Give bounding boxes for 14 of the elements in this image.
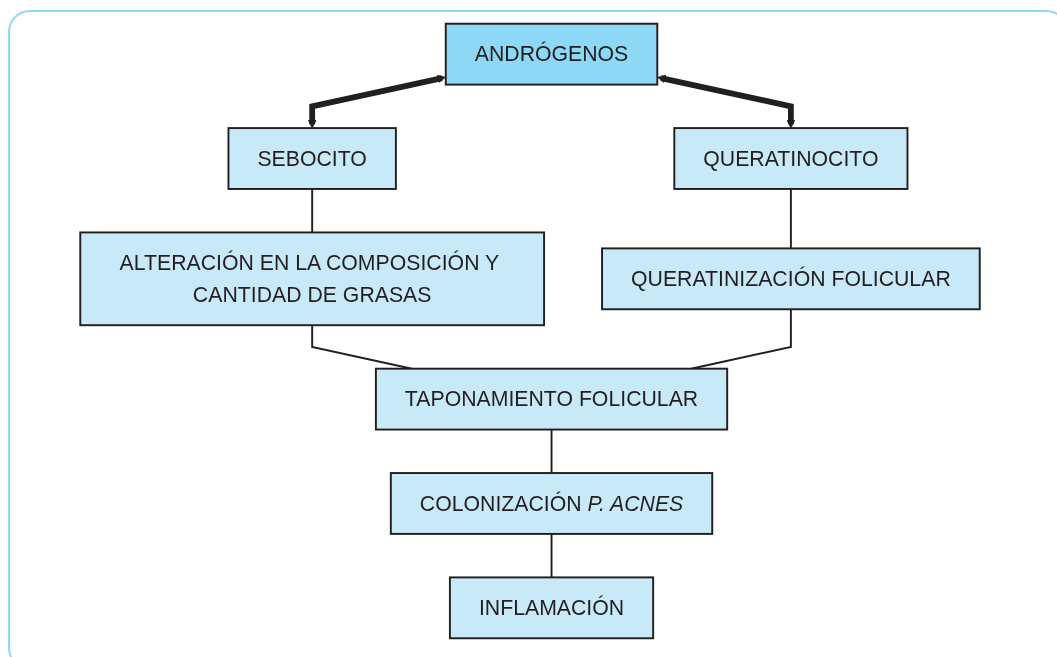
node-box: QUERATINOCITO — [673, 127, 909, 190]
node-box: ALTERACIÓN EN LA COMPOSICIÓN Y CANTIDAD DE GRASAS — [79, 231, 546, 327]
connector — [550, 532, 553, 579]
node-box: ANDRÓGENOS — [444, 22, 659, 86]
node-box: SEBOCITO — [227, 127, 397, 190]
arrow — [657, 74, 796, 129]
arrow — [307, 74, 446, 129]
node-box: TAPONAMIENTO FOLICULAR — [374, 367, 729, 431]
connector — [550, 428, 553, 474]
connector — [311, 188, 314, 234]
node-box: QUERATINIZACIÓN FOLICULAR — [601, 247, 981, 311]
connector — [789, 188, 792, 250]
node-box: COLONIZACIÓN P. ACNES — [389, 472, 714, 535]
node-box: INFLAMACIÓN — [448, 576, 655, 640]
